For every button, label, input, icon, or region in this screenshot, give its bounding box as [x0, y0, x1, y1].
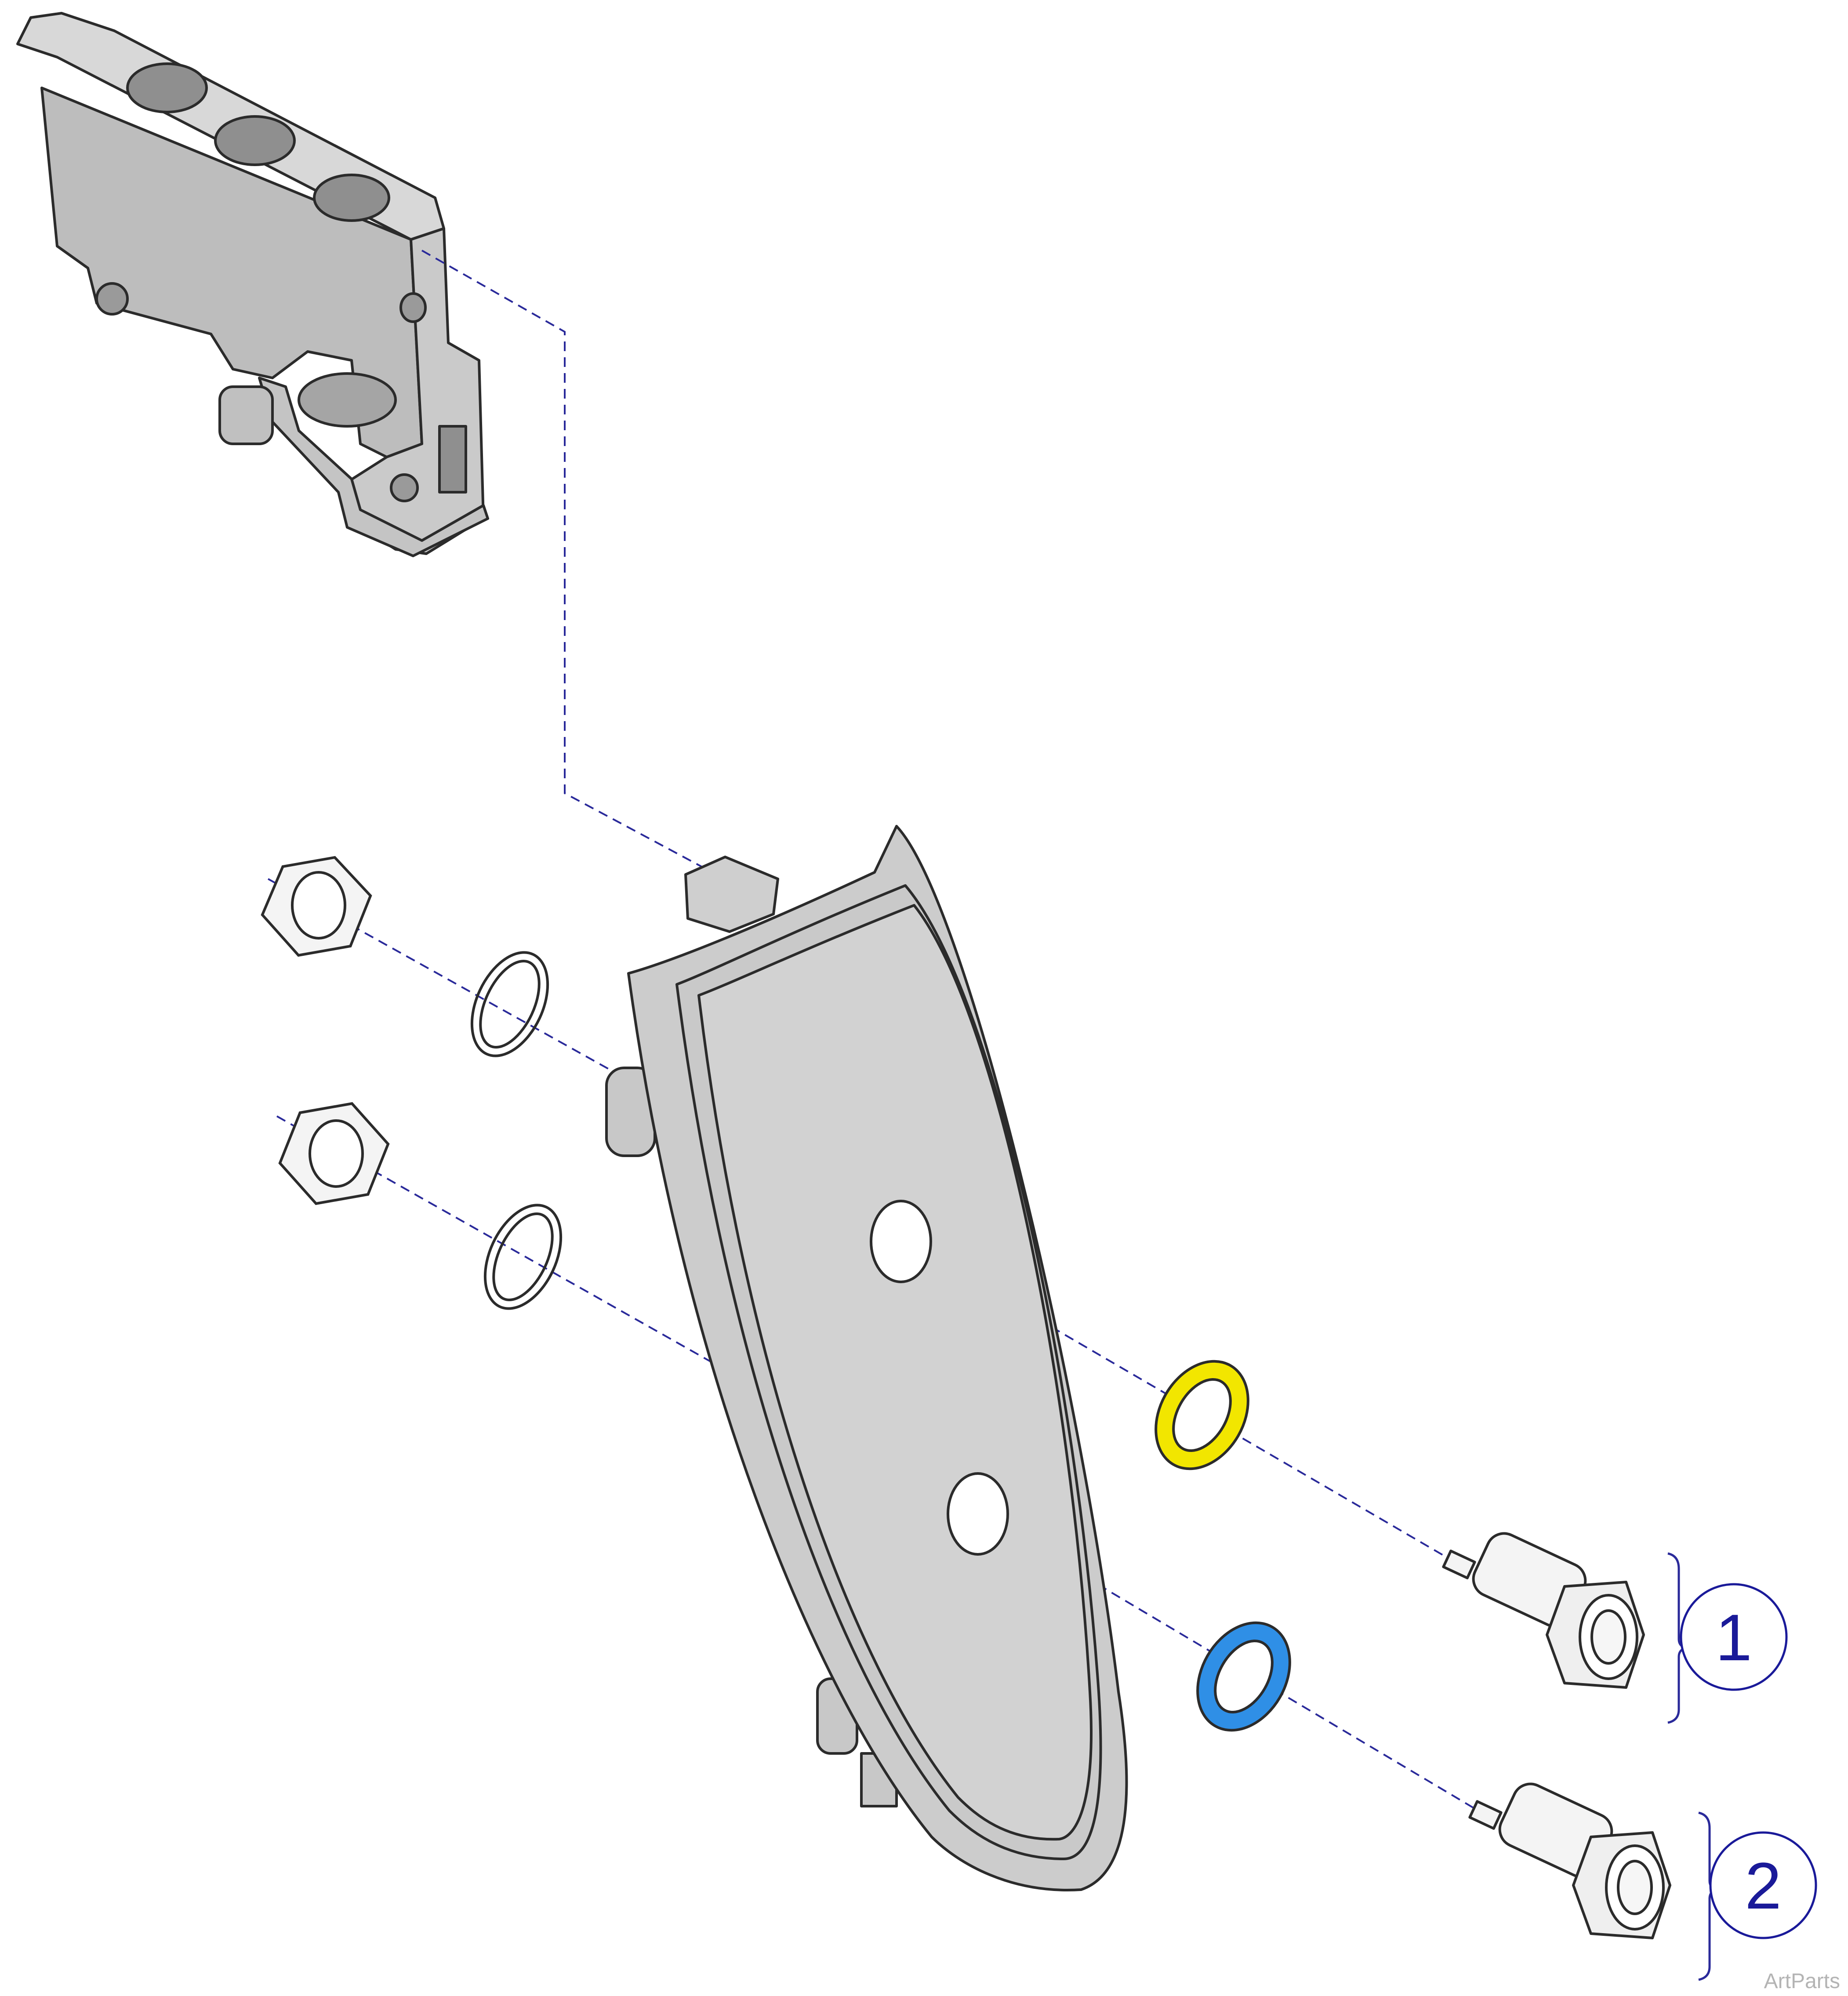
connector-2: [1468, 1782, 1671, 1939]
callout-2-circle: [1709, 1831, 1817, 1939]
front-panel: [605, 825, 1128, 1891]
mounting-bracket: [16, 12, 489, 557]
watermark: ArtParts: [1764, 1970, 1840, 1993]
hex-nut-upper: [261, 856, 372, 957]
leader-line-bracket-to-panel: [421, 250, 717, 875]
callout-2: 2: [1698, 1811, 1817, 1981]
hex-nut-lower: [278, 1102, 390, 1205]
washer-blue: [1196, 1621, 1291, 1732]
callout-2-label: 2: [1745, 1849, 1781, 1923]
connector-1: [1442, 1532, 1645, 1689]
o-ring-lower: [483, 1204, 563, 1310]
callout-1: 1: [1667, 1552, 1788, 1724]
washer-yellow: [1155, 1360, 1249, 1470]
callout-1-label: 1: [1715, 1600, 1752, 1674]
callout-1-circle: [1680, 1583, 1788, 1691]
o-ring-upper: [470, 951, 549, 1057]
